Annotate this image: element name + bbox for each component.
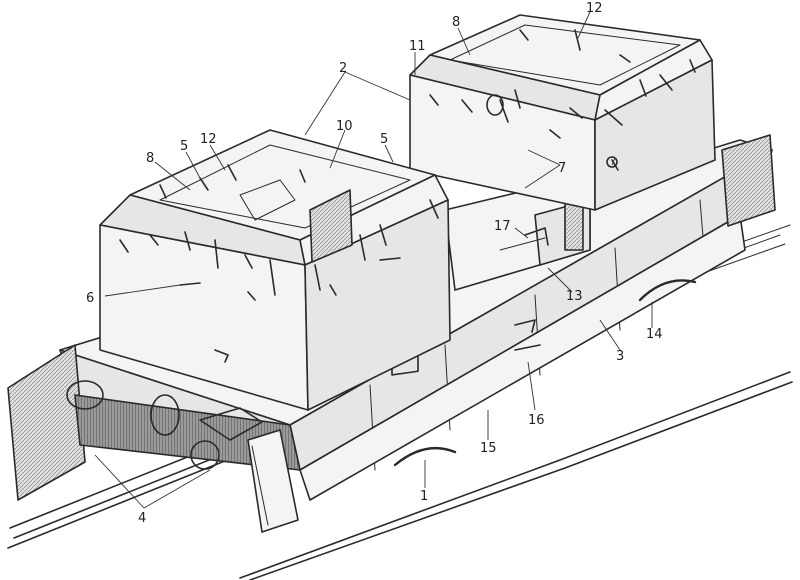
callout-17: 17 xyxy=(494,219,511,234)
callout-8-front: 8 xyxy=(146,151,154,166)
callout-3: 3 xyxy=(616,349,624,364)
callout-2: 2 xyxy=(339,61,347,76)
callout-5-front: 5 xyxy=(180,139,188,154)
callout-15: 15 xyxy=(480,441,497,456)
central-section xyxy=(444,142,591,291)
callout-6: 6 xyxy=(86,291,94,306)
callout-7: 7 xyxy=(558,161,566,176)
callout-8-rear: 8 xyxy=(452,15,460,30)
callout-14: 14 xyxy=(646,327,663,342)
callout-13: 13 xyxy=(566,289,583,304)
callout-4: 4 xyxy=(138,511,146,526)
callout-labels: 2 11 8 12 10 8 5 12 5 6 7 17 13 3 14 15 … xyxy=(86,1,663,526)
callout-16: 16 xyxy=(528,413,545,428)
callout-5-mid: 5 xyxy=(380,132,388,147)
leader-lines xyxy=(94,11,653,509)
callout-11: 11 xyxy=(409,39,426,54)
callout-1: 1 xyxy=(420,489,428,504)
callout-12-front: 12 xyxy=(200,132,217,147)
callout-12-rear: 12 xyxy=(586,1,603,16)
front-turret xyxy=(99,129,451,411)
rear-turret xyxy=(409,14,716,211)
callout-10: 10 xyxy=(336,119,353,134)
